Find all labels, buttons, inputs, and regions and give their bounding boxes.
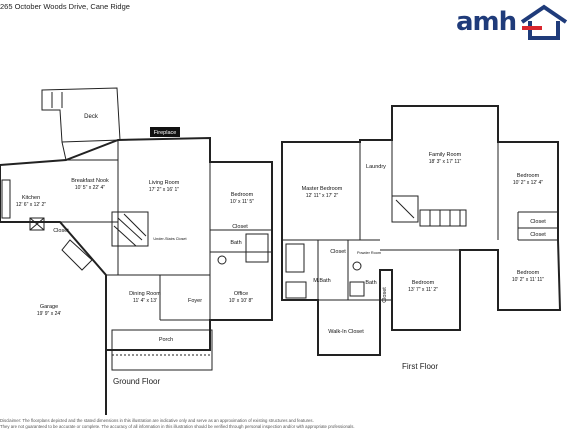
family-room-label: Family Room: [429, 152, 462, 158]
bedroom-mid-label: Bedroom: [412, 280, 435, 286]
kitchen-dims: 12' 6" x 12' 2": [16, 202, 46, 208]
deck-outline: [41, 87, 121, 143]
house-roof-icon: [520, 4, 568, 40]
closet-a-label: Closet: [530, 219, 546, 225]
bedroom-se-label: Bedroom: [517, 270, 540, 276]
stairs-ground: [111, 211, 149, 247]
disclaimer-line-1: Disclaimer: The floorplans depicted and …: [0, 418, 314, 423]
bedroom-ne-dims: 10' 2" x 12' 4": [513, 180, 543, 186]
bedroom-label: Bedroom: [231, 192, 254, 198]
stairs-first: [391, 195, 419, 223]
garage-wall: [0, 221, 107, 415]
garage-label: Garage: [40, 304, 58, 310]
property-address: 265 October Woods Drive, Cane Ridge: [0, 2, 130, 11]
deck-label: Deck: [84, 114, 99, 120]
office-dims: 10' x 10' 8": [229, 298, 253, 304]
bedroom-closet-label: Closet: [232, 224, 248, 230]
disclaimer: Disclaimer: The floorplans depicted and …: [0, 418, 576, 430]
dining-room-label: Dining Room: [129, 291, 161, 297]
master-bedroom-dims: 12' 11" x 17' 2": [306, 193, 339, 199]
bedroom-dims: 10' x 11' 5": [230, 199, 254, 205]
first-outer-wall: [281, 105, 562, 356]
foyer-label: Foyer: [188, 298, 202, 304]
disclaimer-line-2: They are not guaranteed to be accurate o…: [0, 424, 355, 429]
breakfast-nook-dims: 10' 5" x 22' 4": [75, 185, 105, 191]
dining-room-dims: 11' 4" x 13': [133, 298, 157, 304]
closet-b-label: Closet: [530, 232, 546, 238]
bedroom-se-dims: 10' 2" x 11' 11": [512, 277, 544, 283]
first-floor-plan: [281, 105, 562, 356]
porch-label: Porch: [159, 337, 173, 343]
master-closet-label: Closet: [330, 249, 346, 255]
kitchen-label: Kitchen: [22, 195, 40, 201]
porch-outline: [111, 329, 213, 371]
amh-logo: amh: [456, 4, 568, 40]
master-bath-label: M.Bath: [313, 278, 330, 284]
closet-mid-label: Closet: [382, 287, 388, 303]
first-bath-label: Bath: [365, 280, 376, 286]
first-floor-title: First Floor: [402, 362, 438, 371]
ground-outer-wall: [0, 136, 273, 415]
living-room-dims: 17' 2" x 16' 1": [149, 187, 179, 193]
family-room-dims: 18' 3" x 17' 11": [429, 159, 462, 165]
living-room-label: Living Room: [149, 180, 180, 186]
logo-wordmark: amh: [456, 7, 517, 37]
kitchen-closet-label: Closet: [53, 228, 69, 234]
powder-room-label: Powder Room: [357, 251, 381, 255]
ground-floor-title: Ground Floor: [113, 377, 161, 386]
under-stairs-closet-label: Under-Stairs Closet: [153, 237, 187, 241]
ground-floor-plan: [0, 87, 273, 415]
breakfast-nook-label: Breakfast Nook: [71, 178, 109, 184]
bath-label: Bath: [230, 240, 241, 246]
garage-dims: 19' 9" x 24': [37, 311, 61, 317]
laundry-label: Laundry: [366, 164, 386, 170]
breakfast-bay: [61, 140, 119, 161]
office-label: Office: [234, 291, 248, 297]
bedroom-ne-label: Bedroom: [517, 173, 540, 179]
walk-in-closet-label: Walk-In Closet: [328, 329, 364, 335]
master-bedroom-label: Master Bedroom: [302, 186, 343, 192]
bedroom-mid-dims: 13' 7" x 11' 2": [408, 287, 438, 293]
fireplace-label: Fireplace: [154, 130, 177, 136]
fireplace-block: [150, 127, 180, 137]
